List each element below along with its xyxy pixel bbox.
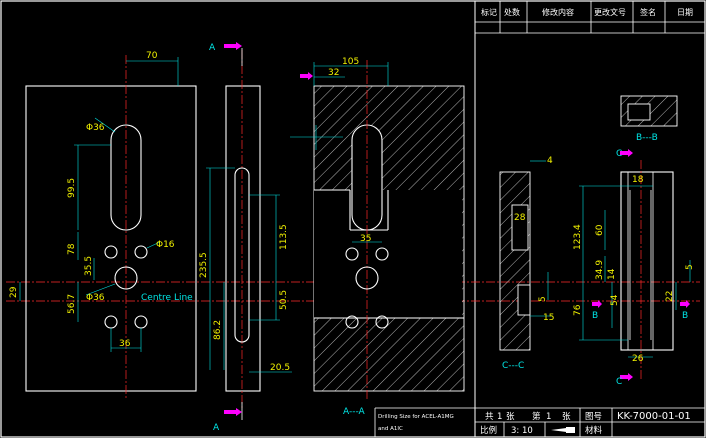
- rev-header-date: 日期: [677, 8, 693, 17]
- dim-r-76: 76: [573, 304, 583, 316]
- rev-header-doc: 更改文号: [594, 7, 626, 17]
- sheet-count-value: 1: [497, 412, 502, 422]
- drawing-number: KK-7000-01-01: [617, 411, 691, 422]
- sheet-no-value: 1: [546, 412, 551, 422]
- dim-235-5: 235.5: [199, 252, 209, 278]
- dim-78: 78: [67, 243, 77, 255]
- dim-56-7: 56.7: [67, 294, 77, 314]
- dim-99-5: 99.5: [67, 178, 77, 198]
- dim-r-22: 22: [665, 291, 675, 302]
- dim-105: 105: [342, 57, 359, 67]
- dim-r-14: 14: [607, 268, 617, 280]
- section-b-right-label: B: [682, 311, 688, 321]
- dim-r-60: 60: [595, 224, 605, 236]
- dim-36: 36: [119, 339, 131, 349]
- dim-r-123-4: 123.4: [573, 224, 583, 250]
- section-a-a-label: A---A: [343, 407, 366, 417]
- dim-cc-5: 5: [538, 296, 548, 302]
- dim-35-5: 35.5: [84, 256, 94, 276]
- section-a-bottom-label: A: [213, 423, 220, 433]
- section-b-b: B---B: [620, 95, 678, 143]
- sheet-count-label: 共: [485, 412, 494, 422]
- dim-3-2: 32: [328, 68, 339, 78]
- section-b-left-label: B: [592, 311, 598, 321]
- dim-cc-15: 15: [543, 313, 554, 323]
- sheet-no-label: 第: [532, 411, 541, 422]
- scale-label: 比例: [480, 425, 497, 436]
- rev-header-sign: 签名: [640, 7, 656, 17]
- sheet-no-unit: 张: [562, 412, 571, 422]
- material-label: 材料: [585, 425, 603, 436]
- scale-value: 3: 10: [511, 426, 533, 436]
- section-b-b-label: B---B: [636, 133, 658, 143]
- section-c-c-label: C---C: [502, 361, 524, 371]
- rev-header-content: 修改内容: [542, 7, 574, 17]
- rev-header-count: 处数: [504, 7, 520, 17]
- dim-35: 35: [360, 234, 371, 244]
- revision-table: 标记 处数 修改内容 更改文号 签名 日期: [475, 1, 705, 34]
- section-a-a: 105 32 35 A---A: [290, 57, 465, 417]
- section-c-bottom-label: C: [616, 377, 622, 387]
- title-block: Drilling Size for ACEL-A1MG and A1IC 共 1…: [374, 407, 705, 437]
- right-view: 18 123.4 60 34.9 14 76 54 22 5 26 C C B …: [573, 149, 695, 387]
- section-c-top-label: C: [616, 149, 622, 159]
- rev-header-mark: 标记: [481, 7, 497, 17]
- front-view: 70 Φ36 99.5 78 Φ16 35.5 Φ36 29 56.7 36 C…: [9, 51, 197, 400]
- dim-phi16: Φ16: [156, 240, 175, 250]
- dim-70: 70: [146, 51, 158, 61]
- sheet-count-unit: 张: [506, 412, 515, 422]
- drilling-note-1: Drilling Size for ACEL-A1MG: [378, 414, 454, 420]
- dim-29: 29: [9, 286, 19, 298]
- dim-r-18: 18: [632, 175, 644, 185]
- pen-icon: [551, 427, 575, 433]
- side-view: 235.5 86.2 113.5 50.5 20.5 A A: [199, 42, 292, 433]
- dim-slot-dia: Φ36: [86, 123, 105, 133]
- dim-cc-4: 4: [547, 156, 553, 166]
- drilling-note-2: and A1IC: [378, 426, 403, 432]
- dim-r-54: 54: [610, 294, 620, 306]
- drawing-no-label: 图号: [585, 412, 602, 422]
- dim-r-26: 26: [632, 354, 644, 364]
- dim-phi36: Φ36: [86, 293, 105, 303]
- dim-cc-28: 28: [514, 213, 526, 223]
- dim-50-5: 50.5: [279, 290, 289, 310]
- dim-r-5: 5: [685, 264, 695, 270]
- section-c-c: 4 28 5 15 C---C: [499, 156, 554, 371]
- centre-line-label: Centre Line: [141, 293, 193, 303]
- dim-20-5: 20.5: [270, 363, 290, 373]
- section-a-top-label: A: [209, 43, 216, 53]
- dim-113-5: 113.5: [279, 224, 289, 250]
- dim-r-34-9: 34.9: [595, 260, 605, 280]
- dim-86-2: 86.2: [213, 320, 223, 340]
